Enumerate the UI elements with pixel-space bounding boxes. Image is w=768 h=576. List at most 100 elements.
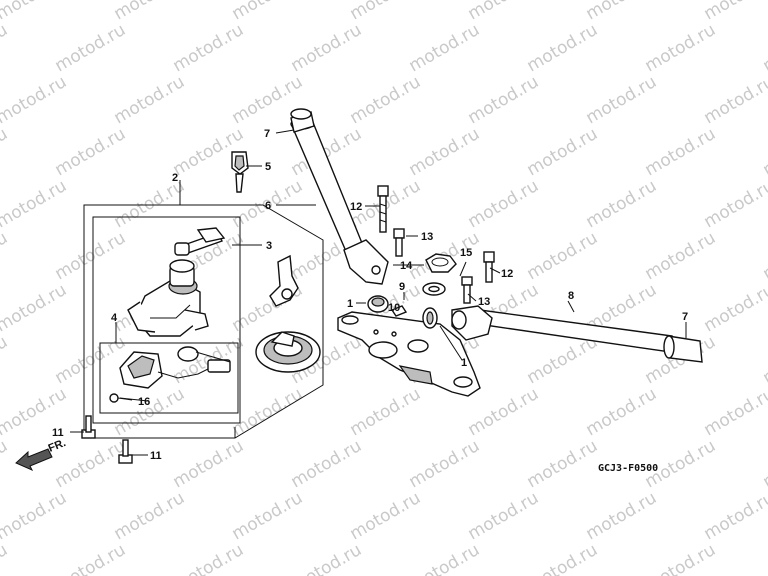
callout-5: 5: [265, 161, 271, 173]
watermark-text: motod.ru: [347, 384, 425, 440]
callout-2: 2: [172, 172, 178, 184]
bolt-11-upper: [81, 415, 96, 439]
callout-4: 4: [111, 312, 118, 324]
watermark-text: motod.ru: [170, 20, 248, 76]
washer-15: [422, 282, 446, 296]
callout-15: 15: [460, 247, 472, 259]
watermark-text: motod.ru: [465, 488, 543, 544]
watermark-text: motod.ru: [406, 436, 484, 492]
watermark-text: motod.ru: [524, 436, 602, 492]
ignition-key: [174, 227, 226, 256]
watermark-text: motod.ru: [583, 384, 661, 440]
watermark-text: motod.ru: [288, 20, 366, 76]
watermark-text: motod.ru: [524, 124, 602, 180]
watermark-text: motod.ru: [406, 124, 484, 180]
watermark-text: motod.ru: [111, 384, 189, 440]
callout-6: 6: [265, 200, 271, 212]
watermark-text: motod.ru: [288, 540, 366, 576]
watermark-text: motod.ru: [701, 0, 768, 24]
plate-10: [390, 305, 408, 317]
diagram-code: GCJ3-F0500: [598, 463, 658, 474]
bolt-13-right: [461, 276, 473, 304]
ignition-switch-assembly: [83, 204, 324, 439]
watermark-text: motod.ru: [347, 488, 425, 544]
spare-key: [231, 151, 249, 193]
watermark-text: motod.ru: [288, 436, 366, 492]
watermark-text: motod.ru: [0, 20, 11, 76]
watermark-text: motod.ru: [524, 228, 602, 284]
callout-7-right: 7: [682, 311, 688, 323]
callout-14: 14: [400, 260, 413, 272]
callouts: 2 3 4 5 6 7 7 8 12 13 14 15 12 13 1 9 10…: [52, 128, 688, 462]
watermark-text: motod.ru: [642, 124, 720, 180]
callout-12-right: 12: [501, 268, 513, 280]
watermark-text: motod.ru: [52, 228, 130, 284]
watermark-text: motod.ru: [701, 280, 768, 336]
nut-14: [425, 253, 457, 273]
callout-16: 16: [138, 396, 150, 408]
watermark-text: motod.ru: [347, 0, 425, 24]
watermark-text: motod.ru: [465, 0, 543, 24]
callout-11-upper: 11: [52, 427, 64, 439]
watermark-text: motod.ru: [642, 540, 720, 576]
callout-13-left: 13: [421, 231, 433, 243]
watermark-text: motod.ru: [229, 488, 307, 544]
watermark-text: motod.ru: [701, 72, 768, 128]
callout-3: 3: [266, 240, 272, 252]
watermark-text: motod.ru: [52, 332, 130, 388]
watermark-text: motod.ru: [701, 488, 768, 544]
leader-lines: [70, 129, 687, 456]
callout-1-left: 1: [347, 298, 353, 310]
watermark-text: motod.ru: [583, 488, 661, 544]
watermark-text: motod.ru: [111, 488, 189, 544]
watermark-text: motod.ru: [229, 0, 307, 24]
watermark-text: motod.ru: [465, 72, 543, 128]
watermark-text: motod.ru: [170, 436, 248, 492]
bolt-11-lower: [118, 439, 133, 464]
watermark-text: motod.ru: [0, 436, 11, 492]
callout-9: 9: [399, 281, 405, 293]
watermark-text: motod.ru: [0, 540, 11, 576]
watermark-text: motod.ru: [406, 20, 484, 76]
watermark-text: motod.ru: [111, 176, 189, 232]
watermark-text: motod.ru: [0, 332, 11, 388]
watermark-text: motod.ru: [0, 228, 11, 284]
watermark-text: motod.ru: [111, 72, 189, 128]
watermark-text: motod.ru: [701, 384, 768, 440]
watermark-text: motod.ru: [642, 228, 720, 284]
callout-7-left: 7: [264, 128, 270, 140]
watermark-text: motod.ru: [347, 72, 425, 128]
bushing-1-right: [422, 307, 438, 329]
cap-nut-1: [367, 295, 389, 313]
watermark-text: motod.ru: [760, 20, 768, 76]
bolt-12-left: [377, 185, 389, 233]
watermark-text: motod.ru: [52, 20, 130, 76]
watermark-text: motod.ru: [642, 20, 720, 76]
watermark-text: motod.ru: [406, 540, 484, 576]
callout-11-lower: 11: [150, 450, 162, 462]
watermark-text: motod.ru: [760, 540, 768, 576]
direction-label: FR.: [47, 437, 68, 455]
callout-13-right: 13: [478, 296, 490, 308]
watermark-text: motod.ru: [760, 124, 768, 180]
watermark-text: motod.ru: [170, 540, 248, 576]
watermark-text: motod.ru: [0, 0, 70, 24]
watermark-text: motod.ru: [583, 0, 661, 24]
watermark-text: motod.ru: [0, 124, 11, 180]
watermark-text: motod.ru: [52, 540, 130, 576]
watermark-text: motod.ru: [465, 176, 543, 232]
watermark-text: motod.ru: [701, 176, 768, 232]
watermark-text: motod.ru: [52, 124, 130, 180]
switch-unit: [119, 346, 231, 389]
watermark-text: motod.ru: [0, 488, 70, 544]
callout-1-right: 1: [461, 357, 467, 369]
watermark-text: motod.ru: [0, 280, 70, 336]
lock-bracket: [269, 254, 299, 307]
watermark-text: motod.ru: [465, 384, 543, 440]
watermark-text: motod.ru: [0, 176, 70, 232]
contact-base: [255, 331, 321, 373]
watermark-text: motod.ru: [524, 540, 602, 576]
